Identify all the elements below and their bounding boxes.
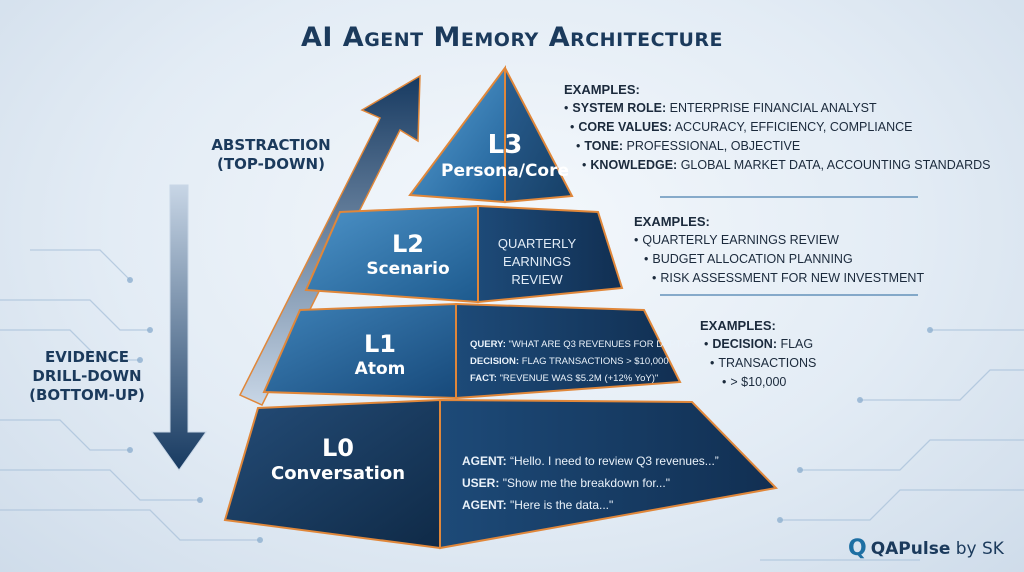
l0-detail: AGENT: “Hello. I need to review Q3 reven…: [462, 450, 762, 516]
l2-example-item: •BUDGET ALLOCATION PLANNING: [644, 252, 853, 266]
l1-name: Atom: [354, 359, 406, 379]
drill-down-label-line1: EVIDENCE: [45, 348, 129, 366]
l1-example-item: •TRANSACTIONS: [710, 356, 817, 370]
l2-name: Scenario: [366, 259, 450, 279]
l1-examples: EXAMPLES: •DECISION: FLAG •TRANSACTIONS …: [700, 316, 816, 392]
l3-example-item: •KNOWLEDGE: GLOBAL MARKET DATA, ACCOUNTI…: [582, 158, 991, 172]
l2-example-item: •RISK ASSESSMENT FOR NEW INVESTMENT: [652, 271, 925, 285]
abstraction-label-line2: (TOP-DOWN): [217, 155, 325, 173]
l0-name: Conversation: [270, 463, 406, 484]
l1-decision-line: DECISION: FLAG TRANSACTIONS > $10,000: [470, 356, 669, 367]
l1-examples-heading: EXAMPLES:: [700, 318, 776, 333]
l2-code: L2: [392, 230, 424, 258]
drill-down-label: EVIDENCE DRILL-DOWN (BOTTOM-UP): [22, 348, 152, 405]
l1-fact-line: FACT: "REVENUE WAS $5.2M (+12% YoY)": [470, 373, 659, 384]
drill-down-label-line3: (BOTTOM-UP): [29, 386, 145, 404]
l1-example-item: •DECISION: FLAG: [704, 337, 814, 351]
l3-example-item: •CORE VALUES: ACCURACY, EFFICIENCY, COMP…: [570, 120, 913, 134]
l0-text: L0 Conversation: [258, 434, 418, 486]
circuit-traces: [0, 249, 1024, 561]
abstraction-label-line1: ABSTRACTION: [211, 136, 331, 154]
l3-examples-heading: EXAMPLES:: [564, 82, 640, 97]
qapulse-logo-icon: Q: [848, 536, 867, 561]
qapulse-logo: Q QAPulse by SK: [848, 536, 1004, 561]
l0-code: L0: [322, 434, 354, 462]
l0-agent-line-2: AGENT: "Here is the data...": [462, 498, 614, 512]
abstraction-label: ABSTRACTION (TOP-DOWN): [196, 136, 346, 174]
l3-example-item: •SYSTEM ROLE: ENTERPRISE FINANCIAL ANALY…: [564, 101, 877, 115]
tier-l0: [223, 398, 779, 550]
l1-detail: QUERY: "WHAT ARE Q3 REVENUES FOR DEPT X?…: [470, 336, 699, 387]
l2-detail-line1: QUARTERLY: [497, 236, 577, 251]
l2-text: L2 Scenario: [348, 230, 468, 280]
l2-examples-heading: EXAMPLES:: [634, 214, 710, 229]
tier-l2: [304, 204, 624, 304]
l3-examples: EXAMPLES: •SYSTEM ROLE: ENTERPRISE FINAN…: [564, 80, 990, 175]
l1-example-item: •> $10,000: [722, 375, 787, 389]
qapulse-logo-text: QAPulse by SK: [870, 538, 1004, 559]
tier-l3: [408, 64, 574, 204]
drill-down-arrow: [151, 184, 207, 471]
l0-user-line: USER: "Show me the breakdown for...": [462, 476, 670, 490]
l1-text: L1 Atom: [330, 330, 430, 380]
l2-detail-line3: REVIEW: [511, 272, 563, 287]
l3-example-item: •TONE: PROFESSIONAL, OBJECTIVE: [576, 139, 801, 153]
tier-l1: [262, 302, 682, 400]
l2-example-item: •QUARTERLY EARNINGS REVIEW: [634, 233, 839, 247]
l2-detail-line2: EARNINGS: [503, 254, 571, 269]
l1-code: L1: [364, 330, 396, 358]
l3-text: L3 Persona/Core: [430, 130, 580, 182]
diagram-title: AI Agent Memory Architecture: [300, 22, 724, 53]
l0-agent-line-1: AGENT: “Hello. I need to review Q3 reven…: [462, 454, 719, 468]
l2-detail: QUARTERLY EARNINGS REVIEW: [482, 235, 592, 289]
l3-name: Persona/Core: [440, 161, 570, 181]
l1-query-line: QUERY: "WHAT ARE Q3 REVENUES FOR DEPT X?…: [470, 339, 699, 350]
l3-code: L3: [487, 130, 523, 160]
drill-down-label-line2: DRILL-DOWN: [32, 367, 142, 385]
l2-examples: EXAMPLES: •QUARTERLY EARNINGS REVIEW •BU…: [634, 212, 924, 288]
